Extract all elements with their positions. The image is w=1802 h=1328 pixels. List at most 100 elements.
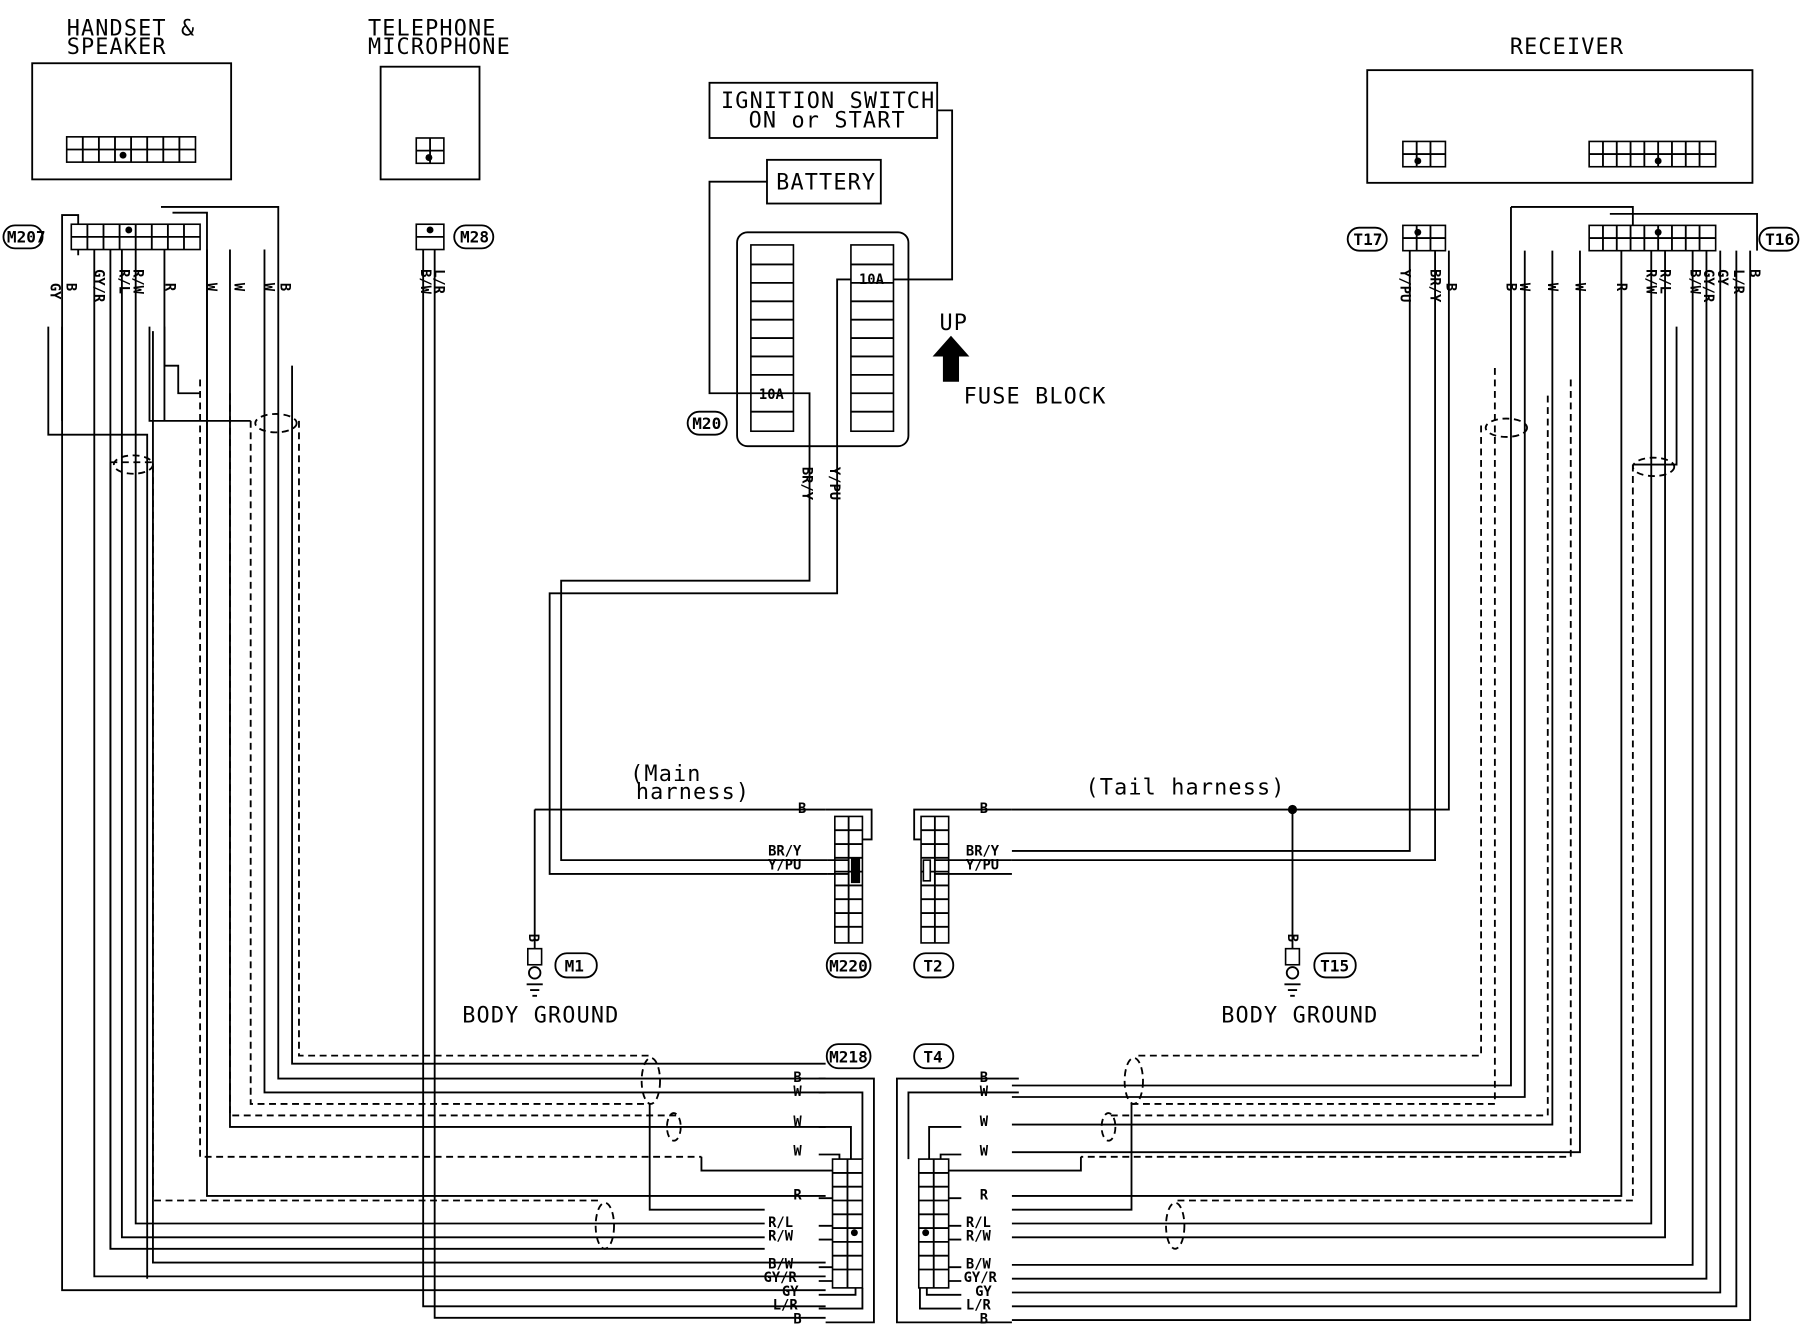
main-harness-label-1: (Main <box>630 762 701 787</box>
ignition-switch-box: IGNITION SWITCH ON or START <box>708 81 939 139</box>
t4-wire-rl: R/L <box>966 1215 991 1231</box>
telephone-microphone-unit <box>379 65 481 181</box>
body-ground-left-label: BODY GROUND <box>462 1003 619 1028</box>
m218-wire-w3: W <box>793 1144 802 1160</box>
battery-box: BATTERY <box>766 158 882 205</box>
connector-t17: T17 <box>1346 226 1388 252</box>
wire-m207-rl: R/L <box>116 269 132 294</box>
t4-wire-rw: R/W <box>966 1229 992 1245</box>
connector-m218-housing <box>831 1158 864 1289</box>
connector-m1: M1 <box>554 952 598 979</box>
wire-ground-left-b: B <box>525 934 541 942</box>
m218-wire-w2: W <box>793 1114 802 1130</box>
wire-m207-w3: W <box>260 283 276 292</box>
ignition-switch-label-2: ON or START <box>749 109 906 134</box>
t4-wire-b2: B <box>980 1312 988 1328</box>
t2-wire-bry: BR/Y <box>966 844 1000 860</box>
connector-m28: M28 <box>453 224 495 250</box>
connector-t2-housing <box>913 808 1012 944</box>
connector-id-t15: T15 <box>1320 957 1349 976</box>
m218-wire-b2: B <box>793 1312 801 1328</box>
wire-t16-bw: B/W <box>1686 269 1702 295</box>
connector-m220-housing <box>825 808 873 944</box>
t4-wire-lr: L/R <box>966 1298 992 1314</box>
wire-t16-gyr: GY/R <box>1700 269 1716 303</box>
connector-m28-housing <box>415 223 445 251</box>
fuse-block-label: FUSE BLOCK <box>964 385 1107 410</box>
t4-wire-bw: B/W <box>966 1256 992 1272</box>
wire-m207-gy: GY <box>47 283 63 300</box>
wire-m207-gyr: GY/R <box>90 269 106 303</box>
connector-id-t2: T2 <box>923 957 942 976</box>
connector-id-t16: T16 <box>1765 230 1794 249</box>
wire-m28-bw: B/W <box>417 269 433 295</box>
main-harness-label-2: harness) <box>636 780 750 805</box>
t4-wire-r: R <box>980 1187 989 1203</box>
wire-t16-b2: B <box>1746 269 1762 277</box>
handset-speaker-label-1: HANDSET & <box>67 17 196 42</box>
tail-harness-label: (Tail harness) <box>1086 776 1286 801</box>
connector-t16: T16 <box>1758 226 1800 252</box>
fuse-10a-right: 10A <box>859 272 885 288</box>
m218-wire-gy: GY <box>782 1284 799 1300</box>
up-arrow-icon <box>932 335 970 382</box>
wire-m28-lr: L/R <box>431 269 447 295</box>
t2-wire-ypu: Y/PU <box>966 857 999 873</box>
wire-t17-ypu: Y/PU <box>1397 269 1413 302</box>
body-ground-right-label: BODY GROUND <box>1221 1003 1378 1028</box>
handset-speaker-unit <box>31 62 233 181</box>
m218-wire-b: B <box>793 1070 801 1086</box>
t4-wire-gyr: GY/R <box>964 1270 998 1286</box>
connector-id-m28: M28 <box>460 228 489 247</box>
wire-m207-rw: R/W <box>129 269 145 295</box>
wire-m207-b2: B <box>277 283 293 291</box>
m220-wire-b: B <box>798 801 806 817</box>
t2-wire-b: B <box>980 801 988 817</box>
connector-id-t4: T4 <box>923 1048 942 1067</box>
m218-wire-bw: B/W <box>768 1256 794 1272</box>
connector-m207: M207 <box>2 224 46 250</box>
battery-label: BATTERY <box>776 171 876 196</box>
wire-m207-w2: W <box>231 283 247 292</box>
m218-wire-lr: L/R <box>773 1298 799 1314</box>
connector-m218: M218 <box>825 1043 872 1070</box>
t4-wire-b: B <box>980 1070 988 1086</box>
connector-t4: T4 <box>913 1043 955 1070</box>
connector-id-m218: M218 <box>829 1048 868 1067</box>
connector-t2: T2 <box>913 952 955 979</box>
m220-wire-ypu: Y/PU <box>768 857 801 873</box>
wire-fuse-bry: BR/Y <box>799 467 815 501</box>
connector-m20: M20 <box>686 410 728 436</box>
t4-wire-w3: W <box>980 1144 989 1160</box>
m218-wire-r: R <box>793 1187 802 1203</box>
wire-m207-r: R <box>162 283 178 292</box>
m218-wire-rl: R/L <box>768 1215 793 1231</box>
m220-wire-bry: BR/Y <box>768 844 802 860</box>
m218-wire-w1: W <box>793 1084 802 1100</box>
connector-id-m20: M20 <box>692 414 721 433</box>
body-ground-left-symbol <box>526 947 543 997</box>
connector-t15: T15 <box>1313 952 1357 979</box>
wire-fuse-ypu: Y/PU <box>826 467 842 500</box>
wire-m207-b: B <box>63 283 79 291</box>
receiver-label: RECEIVER <box>1510 35 1624 60</box>
connector-t16-housing <box>1588 224 1717 252</box>
t4-wire-w1: W <box>980 1084 989 1100</box>
wire-t16-lr: L/R <box>1730 269 1746 295</box>
telephone-microphone-label-2: MICROPHONE <box>368 35 511 60</box>
handset-speaker-label-2: SPEAKER <box>67 35 167 60</box>
fuse-block: 10A 10A <box>736 231 910 448</box>
connector-m207-housing <box>70 223 201 251</box>
telephone-microphone-label-1: TELEPHONE <box>368 17 497 42</box>
wire-t17-b: B <box>1443 283 1459 291</box>
connector-id-m1: M1 <box>565 957 584 976</box>
ignition-switch-label-1: IGNITION SWITCH <box>721 89 935 114</box>
connector-m220: M220 <box>825 952 872 979</box>
up-label: UP <box>939 311 968 336</box>
connector-id-t17: T17 <box>1353 230 1382 249</box>
fuse-10a-left: 10A <box>759 387 785 403</box>
connector-t17-housing <box>1402 224 1447 252</box>
connector-t4-housing <box>917 1158 950 1289</box>
wire-m207-w1: W <box>203 283 219 292</box>
